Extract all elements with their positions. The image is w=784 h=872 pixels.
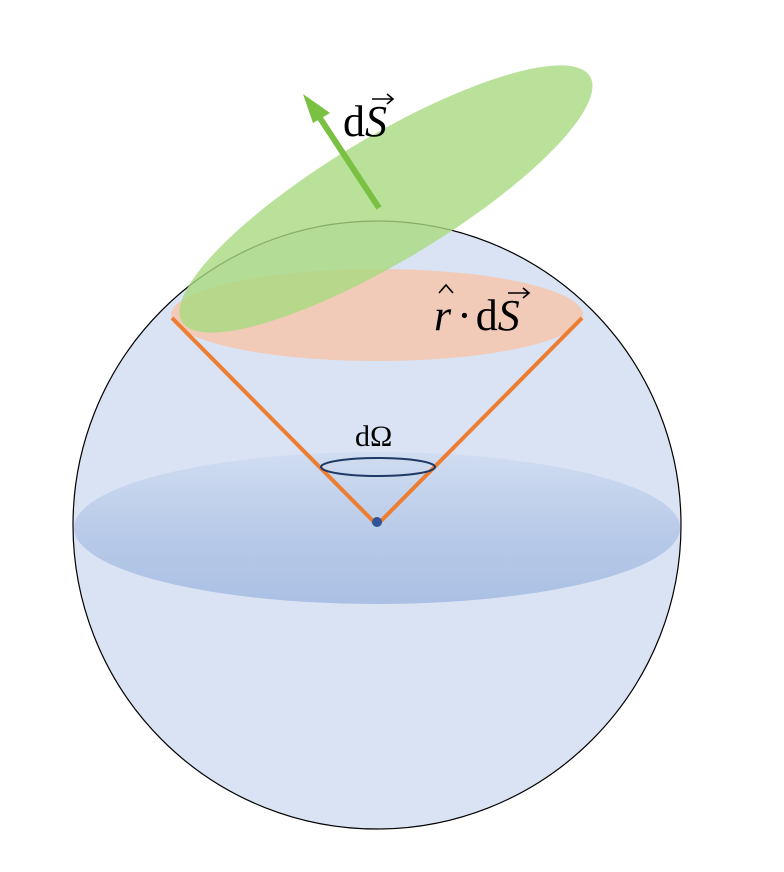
label-solid-angle: dΩ	[355, 420, 392, 453]
surface-element-ellipse	[179, 65, 593, 333]
label-S: S	[365, 97, 387, 146]
hat-icon	[438, 283, 454, 294]
label-projected-element: r·dS	[434, 283, 531, 340]
center-dot	[372, 517, 382, 527]
solid-angle-loop	[320, 457, 436, 477]
cone-line-left	[170, 316, 379, 527]
vector-arrow-icon	[508, 287, 531, 299]
svg-text:r·dS: r·dS	[434, 291, 520, 340]
cone-line-right	[375, 316, 584, 527]
surface-normal-arrow	[303, 94, 382, 210]
label-surface-element: dS	[343, 93, 395, 146]
vector-arrow-icon	[372, 93, 395, 105]
equatorial-plane	[74, 452, 680, 604]
label-d: d	[343, 97, 365, 146]
arrow-icon	[303, 94, 330, 123]
svg-text:dS: dS	[343, 97, 387, 146]
